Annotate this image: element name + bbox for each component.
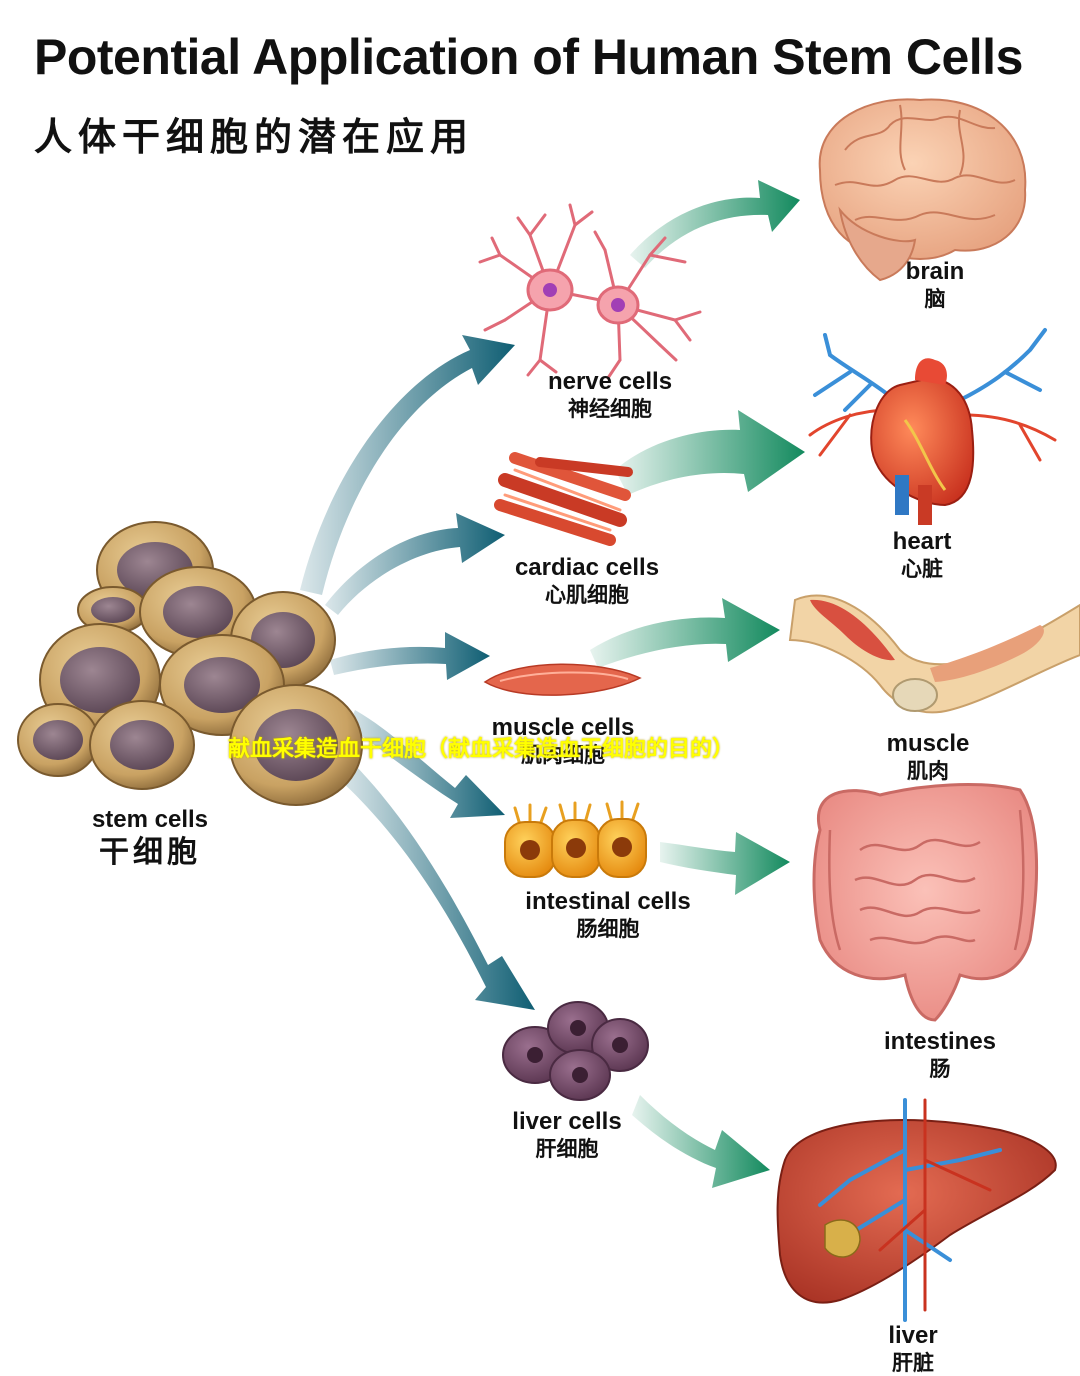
heart-label-en: heart: [892, 528, 952, 555]
arrow-nerve-to-brain: [630, 180, 800, 268]
liver-label: liver 肝脏: [853, 1322, 973, 1376]
arrow-muscle-to-muscle: [590, 598, 780, 668]
brain-label: brain 脑: [875, 258, 995, 312]
muscle-cells-label: muscle cells 肌肉细胞: [458, 714, 668, 768]
intestinal-cells-label-zh: 肠细胞: [576, 916, 640, 941]
intestinal-cells-illustration: [504, 800, 647, 878]
arrow-liver-to-liver: [632, 1095, 770, 1188]
muscle-cell-illustration: [483, 663, 642, 696]
stem-cells-label-zh: 干细胞: [99, 834, 201, 870]
liver-cells-label-zh: 肝细胞: [535, 1136, 599, 1161]
arrow-stem-to-muscle: [330, 632, 490, 680]
muscle-cells-label-zh: 肌肉细胞: [521, 742, 605, 767]
stem-cells-label: stem cells 干细胞: [60, 806, 240, 871]
arrow-intestinal-to-intestines: [660, 832, 790, 895]
stem-cells-illustration: [17, 521, 363, 806]
intestines-label: intestines 肠: [870, 1028, 1010, 1082]
nerve-cells-label-zh: 神经细胞: [568, 396, 652, 421]
intestines-illustration: [812, 783, 1039, 1022]
liver-cells-illustration: [502, 1001, 649, 1101]
heart-illustration: [808, 328, 1057, 525]
arrow-cardiac-to-heart: [615, 410, 805, 495]
heart-label: heart 心脏: [862, 528, 982, 582]
arrow-stem-to-cardiac: [325, 513, 505, 615]
liver-cells-label: liver cells 肝细胞: [462, 1108, 672, 1162]
brain-label-zh: 脑: [924, 286, 946, 311]
intestinal-cells-label-en: intestinal cells: [525, 888, 691, 915]
muscle-label-en: muscle: [886, 730, 970, 757]
heart-label-zh: 心脏: [901, 556, 943, 581]
arrow-stem-to-nerve: [300, 335, 515, 595]
brain-label-en: brain: [905, 258, 965, 285]
muscle-label: muscle 肌肉: [868, 730, 988, 784]
cardiac-cells-illustration: [494, 452, 633, 546]
nerve-cells-illustration: [478, 203, 702, 380]
page-subtitle-zh: 人体干细胞的潜在应用: [34, 115, 475, 159]
liver-label-en: liver: [888, 1322, 938, 1349]
nerve-cells-label: nerve cells 神经细胞: [505, 368, 715, 422]
brain-illustration: [818, 98, 1027, 282]
cardiac-cells-label-en: cardiac cells: [514, 554, 660, 581]
intestines-label-en: intestines: [883, 1028, 997, 1055]
liver-cells-label-en: liver cells: [512, 1108, 622, 1135]
intestinal-cells-label: intestinal cells 肠细胞: [498, 888, 718, 942]
liver-illustration: [776, 1098, 1057, 1322]
intestines-label-zh: 肠: [929, 1056, 951, 1081]
liver-label-zh: 肝脏: [892, 1350, 934, 1375]
arm-muscle-illustration: [788, 594, 1080, 714]
nerve-cells-label-en: nerve cells: [547, 368, 673, 395]
page-title: Potential Application of Human Stem Cell…: [34, 29, 1023, 85]
arrow-stem-to-liver: [340, 760, 535, 1010]
arrow-stem-to-intestinal: [348, 710, 505, 818]
watermark-overlay-text: 献血采集造血干细胞（献血采集造血干细胞的目的）: [228, 737, 735, 762]
cardiac-cells-label-zh: 心肌细胞: [545, 582, 629, 607]
muscle-cells-label-en: muscle cells: [491, 714, 635, 741]
cardiac-cells-label: cardiac cells 心肌细胞: [482, 554, 692, 608]
muscle-label-zh: 肌肉: [907, 758, 949, 783]
stem-cells-label-en: stem cells: [91, 806, 209, 833]
